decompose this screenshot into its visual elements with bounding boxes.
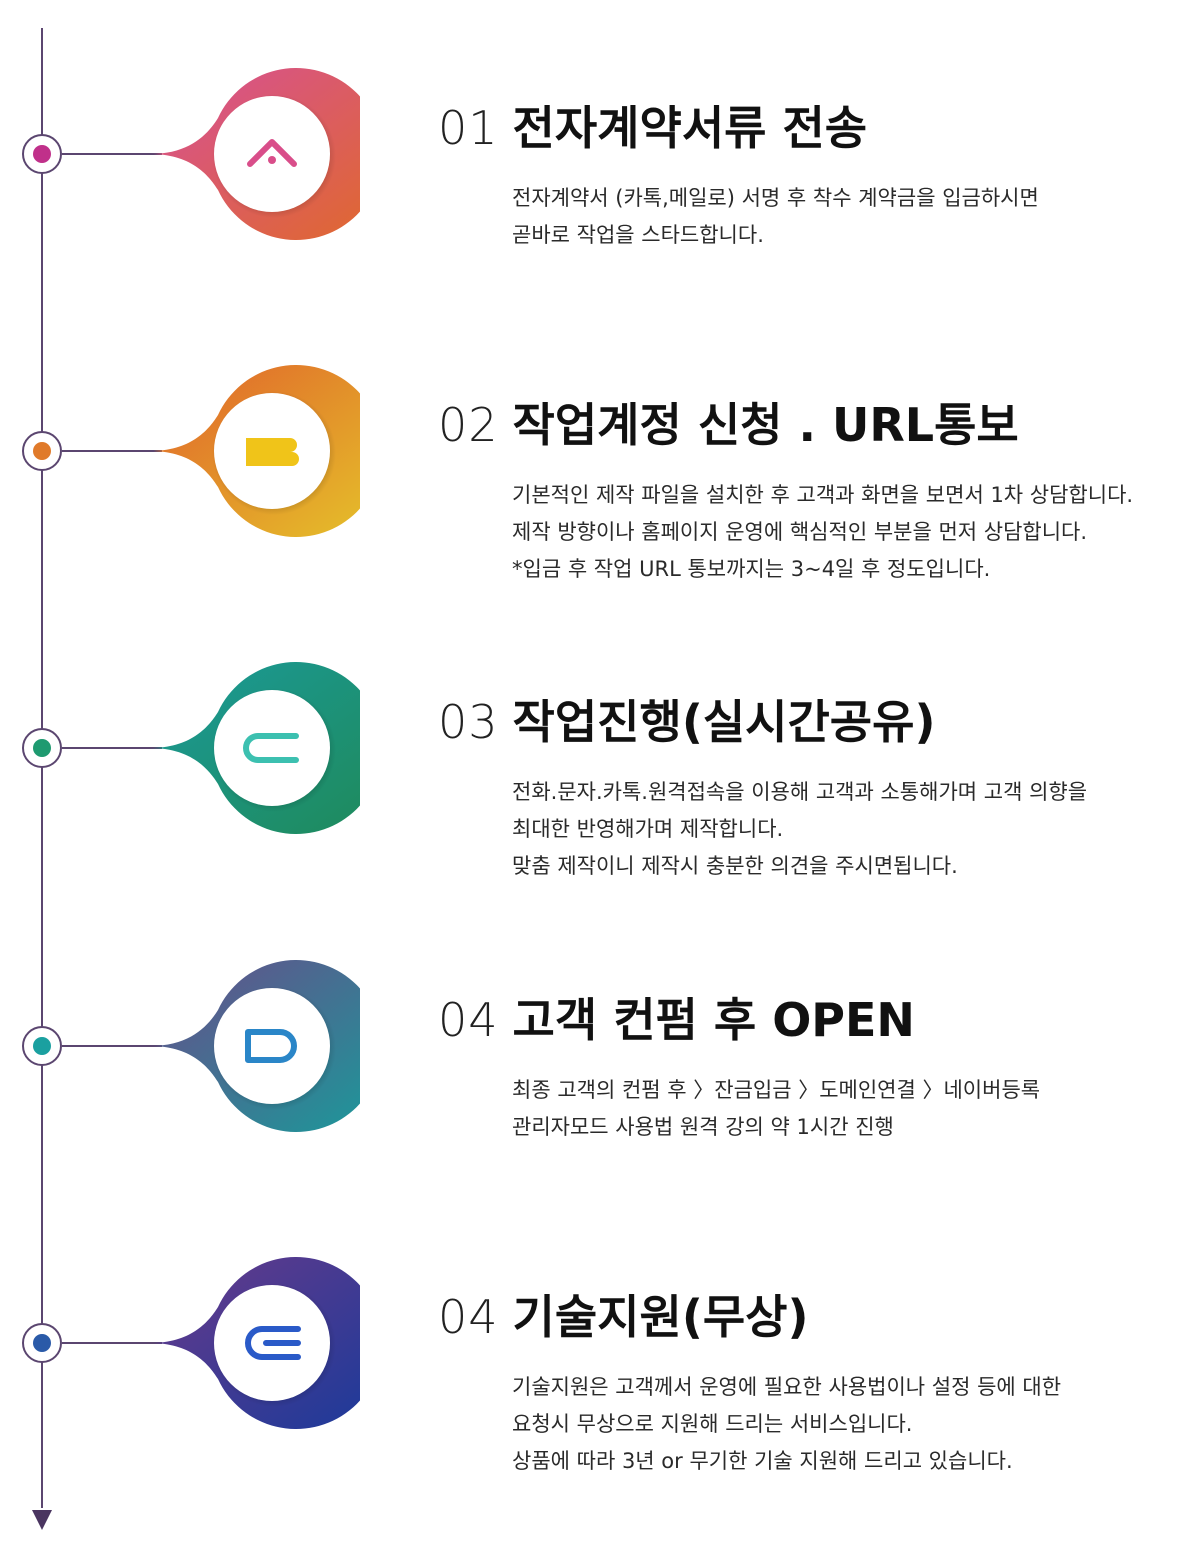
timeline-connector [62,153,162,155]
step-description-line: 기술지원은 고객께서 운영에 필요한 사용법이나 설정 등에 대한 [512,1375,1062,1399]
step-description-line: *입금 후 작업 URL 통보까지는 3~4일 후 정도입니다. [512,557,991,581]
step-number: 04 [438,1290,499,1344]
timeline-node [22,1026,62,1066]
letter-d-icon [245,1029,297,1063]
step-name: 기술지원(무상) [512,1290,809,1344]
timeline-node [22,431,62,471]
step-badge [150,960,360,1132]
letter-c-icon [243,733,299,763]
timeline-connector [62,747,162,749]
letter-e-icon [245,1326,301,1360]
step-description-line: 전화.문자.카톡.원격접속을 이용해 고객과 소통해가며 고객 의향을 [512,780,1088,804]
step-badge [150,68,360,240]
step-description-line: 최대한 반영해가며 제작합니다. [512,817,784,841]
timeline-connector [62,450,162,452]
step-description-line: 제작 방향이나 홈페이지 운영에 핵심적인 부분을 먼저 상담합니다. [512,520,1088,544]
step-number: 04 [438,993,499,1047]
timeline-connector [62,1045,162,1047]
step-badge [150,1257,360,1429]
step-description-line: 맞춤 제작이니 제작시 충분한 의견을 주시면됩니다. [512,854,958,878]
step-description-line: 요청시 무상으로 지원해 드리는 서비스입니다. [512,1412,913,1436]
step-description-line: 전자계약서 (카톡,메일로) 서명 후 착수 계약금을 입금하시면 [512,186,1039,210]
timeline-line [41,28,43,1508]
step-name: 전자계약서류 전송 [512,101,868,155]
step-number: 03 [438,695,499,749]
step-number: 02 [438,398,499,452]
step-description-line: 상품에 따라 3년 or 무기한 기술 지원해 드리고 있습니다. [512,1449,1013,1473]
timeline-arrow-icon [32,1510,52,1530]
step-number: 01 [438,101,499,155]
timeline-node [22,728,62,768]
step-badge [150,365,360,537]
letter-a-icon [247,139,297,167]
letter-b-icon [246,438,299,466]
timeline-node-dot [33,442,51,460]
step-name: 고객 컨펌 후 OPEN [512,993,915,1047]
step-description-line: 관리자모드 사용법 원격 강의 약 1시간 진행 [512,1115,894,1139]
timeline-node [22,1323,62,1363]
step-description-line: 기본적인 제작 파일을 설치한 후 고객과 화면을 보면서 1차 상담합니다. [512,483,1134,507]
timeline-node-dot [33,1037,51,1055]
step-badge [150,662,360,834]
step-description-line: 최종 고객의 컨펌 후 〉잔금입금 〉도메인연결 〉네이버등록 [512,1078,1041,1102]
timeline-node [22,134,62,174]
step-name: 작업진행(실시간공유) [512,695,936,749]
step-description-line: 곧바로 작업을 스타드합니다. [512,223,764,247]
timeline-node-dot [33,145,51,163]
step-description: 기본적인 제작 파일을 설치한 후 고객과 화면을 보면서 1차 상담합니다. 제… [512,477,1133,588]
timeline-connector [62,1342,162,1344]
timeline-node-dot [33,1334,51,1352]
timeline-node-dot [33,739,51,757]
step-name: 작업계정 신청 . URL통보 [512,398,1019,452]
